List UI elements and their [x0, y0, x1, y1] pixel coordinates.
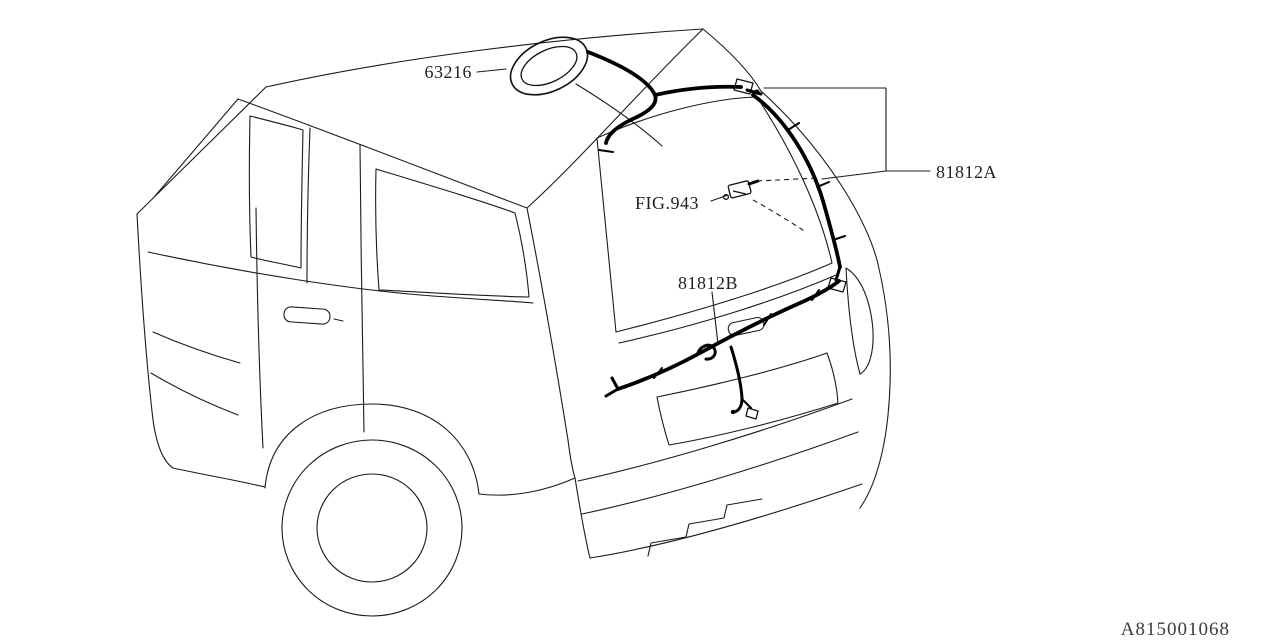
- spoiler-edge-line: [702, 28, 762, 92]
- license-lamp-strip: [727, 316, 765, 337]
- a-pillar-outer-line: [136, 86, 267, 215]
- rear-glass-left-edge: [596, 137, 617, 333]
- callout-label-81812a: 81812A: [936, 162, 997, 182]
- leader-63216: [476, 68, 507, 73]
- lower-harness-main: [616, 279, 841, 391]
- harness-clip-tick-3: [832, 235, 846, 241]
- callout-label-fig943: FIG.943: [635, 193, 699, 213]
- beltline: [147, 251, 534, 304]
- grommet-outer-ring: [509, 36, 589, 96]
- fig943-connector: [722, 177, 818, 233]
- upper-harness-end-stub: [834, 265, 842, 282]
- drop-branch-connector-body: [745, 407, 759, 420]
- rear-glass-bottom-edge: [615, 262, 833, 333]
- roof-grommet: [509, 36, 589, 96]
- lower-harness-left-fork-a: [604, 387, 620, 398]
- license-recess-outline: [656, 352, 839, 446]
- grommet-inner-ring: [520, 45, 578, 87]
- vehicle-line-art: [136, 28, 891, 617]
- fig943-connector-pin: [747, 179, 760, 186]
- b-pillar-line: [306, 127, 311, 284]
- bumper-step-line: [647, 498, 763, 557]
- fig943-connector-body: [727, 180, 752, 199]
- rocker-line: [478, 477, 576, 496]
- harness-clip-tick-1: [787, 122, 800, 131]
- fig943-dashed-line-upper: [756, 177, 818, 182]
- door-handle-keyhole: [333, 318, 344, 322]
- callout-label-81812b: 81812B: [678, 273, 738, 293]
- callout-label-63216: 63216: [425, 62, 473, 82]
- rear-wheel-arch: [264, 403, 480, 495]
- upper-harness-s-curve: [586, 50, 658, 145]
- drop-branch-end-dot: [730, 409, 736, 415]
- bumper-top-line: [577, 398, 853, 482]
- roof-rear-edge-line: [526, 28, 704, 209]
- d-pillar-line: [526, 207, 576, 479]
- taillight-outline: [845, 267, 874, 375]
- lower-harness-loop: [695, 343, 717, 361]
- top-connector-stub: [745, 88, 763, 96]
- bumper-bottom-line: [589, 483, 863, 559]
- left-body-edge-line: [136, 213, 174, 469]
- lower-harness-tick-1: [653, 367, 663, 379]
- front-door-window-outline: [248, 115, 304, 269]
- rear-wheel-inner: [316, 473, 428, 583]
- fig943-dashed-line-lower: [752, 199, 807, 233]
- drop-branch-end-stub: [741, 398, 752, 409]
- roof-far-edge-line: [265, 28, 704, 88]
- upper-harness-81812A: [586, 50, 847, 293]
- rear-glass-top-edge: [596, 96, 758, 139]
- door-handle: [283, 306, 331, 325]
- front-door-edge-line: [255, 207, 264, 449]
- lower-harness-tick-3: [811, 289, 820, 301]
- fig943-connector-detail-line: [732, 190, 747, 195]
- rear-wheel-outer: [281, 439, 463, 617]
- upper-harness-ground-tick: [598, 149, 614, 153]
- doc-code: A815001068: [1121, 619, 1230, 640]
- leader-81812b: [711, 291, 719, 345]
- lower-front-line: [172, 467, 266, 488]
- harness-clip-tick-2: [816, 181, 830, 188]
- top-connector-body: [733, 78, 754, 95]
- lower-harness-tick-2: [763, 313, 772, 326]
- tailgate-garnish-line: [618, 274, 837, 344]
- roof-rail-near-line: [237, 98, 528, 209]
- upper-harness-trunk: [653, 84, 743, 97]
- front-crease-line-1: [152, 331, 241, 364]
- quarter-window-outline: [375, 168, 530, 298]
- bumper-left-edge: [574, 477, 591, 559]
- rear-glass-right-edge: [756, 96, 833, 264]
- front-crease-line-2: [150, 372, 239, 416]
- a-pillar-inner-line: [154, 98, 239, 197]
- bracket-81812a: [763, 87, 931, 180]
- rear-door-edge-line: [359, 144, 365, 433]
- lower-harness-81812B: [604, 279, 841, 420]
- callout-leaders: [476, 68, 931, 345]
- grommet-roof-leader-line: [575, 83, 663, 147]
- leader-fig943: [710, 194, 729, 202]
- upper-harness-down-run: [751, 93, 842, 269]
- lower-end-connector-body: [827, 277, 847, 293]
- lower-harness-left-fork-b: [610, 376, 620, 391]
- bumper-mid-line: [581, 431, 859, 515]
- body-right-silhouette: [760, 90, 891, 509]
